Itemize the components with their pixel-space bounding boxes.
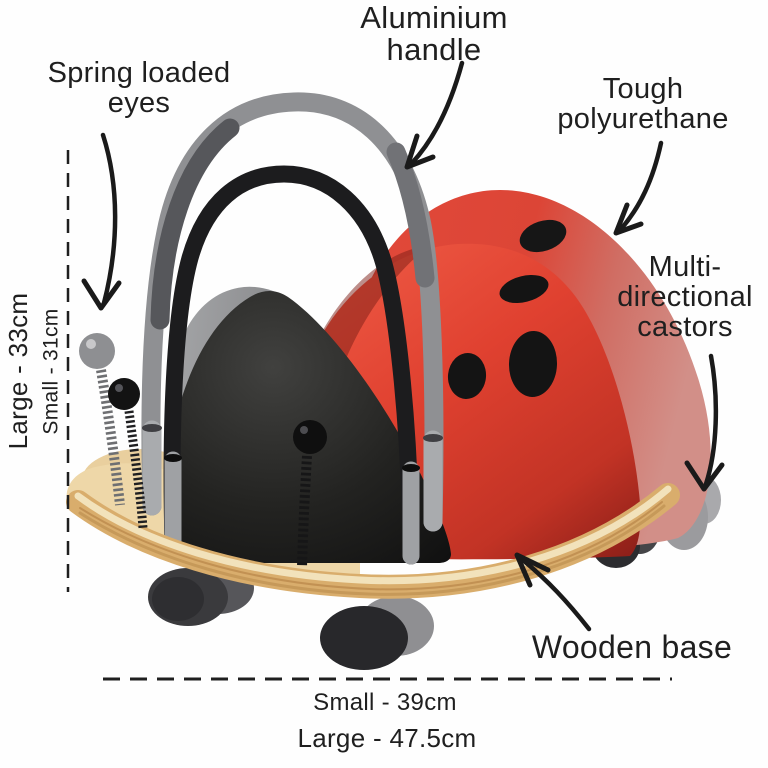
eyes-arrow (81, 132, 122, 311)
aluminium-handle-label: Aluminium handle (360, 0, 508, 68)
multi-directional-castors-label: Multi- directional castors (617, 251, 753, 344)
handle-grip-small (163, 165, 420, 565)
length-large-label: Large - 47.5cm (297, 723, 477, 753)
head-spring-eye (293, 420, 327, 568)
shell-spot (519, 219, 567, 253)
height-small-label: Small - 31cm (39, 308, 63, 435)
length-small-label: Small - 39cm (313, 689, 457, 716)
tough-polyurethane-label: Tough polyurethane (557, 73, 729, 136)
handle-arrow (404, 60, 465, 170)
center-wheel (320, 596, 434, 670)
wooden-base-edge (66, 483, 680, 599)
shell-spot (447, 353, 487, 399)
spring-eye (108, 378, 148, 529)
height-large-label: Large - 33cm (3, 292, 33, 450)
shell-arrow (613, 140, 664, 236)
shell-spot (508, 331, 558, 397)
spring-loaded-eyes-label: Spring loaded eyes (47, 57, 231, 120)
ghost-spring-eye (79, 333, 125, 506)
aluminium-handle-large (141, 92, 444, 532)
shell-spot (499, 275, 549, 303)
base-arrow (514, 552, 592, 632)
wooden-base-label: Wooden base (531, 629, 733, 665)
castors-arrow (684, 353, 725, 492)
